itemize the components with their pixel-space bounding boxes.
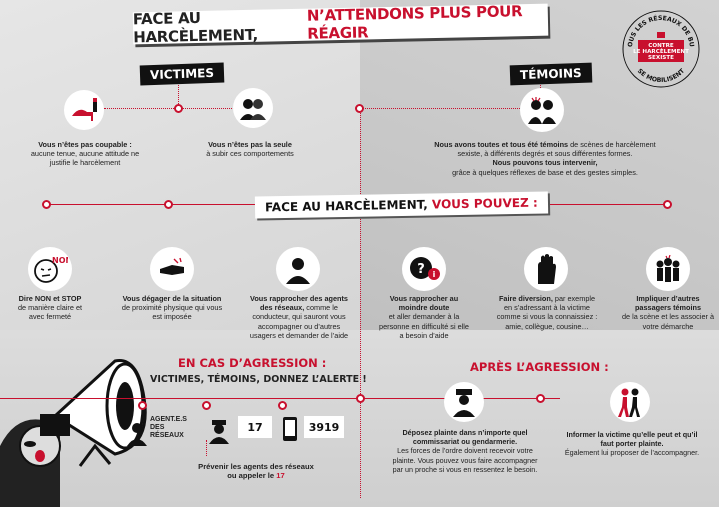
agression-center-dot (356, 394, 365, 403)
victimes-stem (178, 75, 179, 108)
stamp-center3: SEXISTE (648, 55, 674, 61)
police-cap-icon (208, 418, 230, 449)
victimes-label: VICTIMES (139, 62, 225, 86)
agents-icon (124, 420, 150, 446)
apres-item-1-bold: Déposez plainte dans n’importe quel comm… (402, 428, 528, 447)
temoins-label: TÉMOINS (509, 62, 593, 86)
agression-bottom-bold: Prévenir les agents des réseaux ou appel… (198, 462, 314, 481)
pouvez-item-2-text: de proximité physique qui vous est impos… (121, 303, 223, 322)
pouvez-item-2-bold: Vous dégager de la situation (122, 294, 222, 303)
agents-dot (138, 401, 147, 410)
phone-icon (282, 416, 298, 447)
svg-text:i: i (433, 270, 436, 279)
walking-pair-icon (610, 382, 650, 422)
temoins-bold2: Nous pouvons tous intervenir, (492, 158, 598, 168)
hand-push-icon (150, 247, 194, 291)
center-connector (360, 108, 540, 109)
17-dot (202, 401, 211, 410)
victimes-dot (174, 104, 183, 113)
pouvez-label-part1: FACE AU HARCÈLEMENT, (264, 197, 428, 215)
agression-connector (0, 398, 560, 399)
apres-item-2-bold: Informer la victime qu’elle peut et qu’i… (566, 430, 698, 449)
non-badge: NON (52, 256, 68, 265)
bus-icon (657, 32, 665, 38)
pouvez-item-3: Vous rapprocher des agents des réseaux, … (244, 294, 354, 340)
agents-stem (206, 440, 207, 456)
pouvez-item-4: Vous rapprocher au moindre doute et alle… (378, 294, 470, 340)
number-3919-box: 3919 (304, 416, 344, 438)
temoins-text: Nous avons toutes et tous été témoins de… (425, 140, 665, 177)
number-17-box: 17 (238, 416, 272, 438)
pouvez-item-3-bold: Vous rapprocher des agents des réseaux, (250, 294, 348, 313)
svg-text:SE MOBILISENT: SE MOBILISENT (636, 67, 687, 84)
couple-harassment-icon (520, 88, 564, 132)
pouvez-item-4-bold: Vous rapprocher au moindre doute (389, 294, 459, 313)
megaphone-woman-illustration (0, 359, 147, 507)
pouvez-item-1: Dire NON et STOP de manière claire et av… (10, 294, 90, 322)
temoins-text1: de scènes de harcèlement sexiste, à diff… (457, 140, 656, 159)
stamp-center2: LE HARCÈLEMENT (633, 47, 689, 55)
apres-label: APRÈS L’AGRESSION : (470, 360, 609, 374)
pouvez-dot-1 (42, 200, 51, 209)
victimes-item-2-text: à subir ces comportements (206, 149, 294, 159)
pouvez-dot-6 (663, 200, 672, 209)
pouvez-item-1-text: de manière claire et avec fermeté (17, 303, 83, 322)
stamp-bottom-text: SE MOBILISENT (636, 67, 687, 84)
stamp-center1: CONTRE (648, 43, 674, 49)
group-people-icon (646, 247, 690, 291)
stop-hand-icon (524, 247, 568, 291)
pouvez-item-3-text: comme le conducteur, qui sauront vous ac… (249, 303, 349, 340)
page-title: FACE AU HARCÈLEMENT, N’ATTENDONS PLUS PO… (132, 2, 549, 47)
apres-dot-1 (536, 394, 545, 403)
apres-item-2-text: Également lui proposer de l’accompagner. (564, 448, 700, 458)
pouvez-item-1-bold: Dire NON et STOP (18, 294, 82, 303)
pouvez-item-2: Vous dégager de la situation de proximit… (118, 294, 226, 322)
title-part1: FACE AU HARCÈLEMENT, (132, 8, 259, 47)
police-officer-icon (444, 382, 484, 422)
pouvez-item-6-bold: Impliquer d’autres passagers témoins (634, 294, 702, 313)
pouvez-item-5-bold: Faire diversion, (498, 294, 553, 303)
svg-text:?: ? (417, 262, 425, 277)
non-face-icon: NON (28, 247, 72, 291)
apres-item-2: Informer la victime qu’elle peut et qu’i… (562, 430, 702, 458)
agent-person-icon (276, 247, 320, 291)
apres-item-1: Déposez plainte dans n’importe quel comm… (390, 428, 540, 474)
pouvez-label-part2: VOUS POUVEZ : (431, 195, 538, 212)
temoins-bold1: Nous avons toutes et tous été témoins (434, 140, 569, 149)
victimes-item-2: Vous n’êtes pas la seule à subir ces com… (190, 140, 310, 158)
agression-label: EN CAS D’AGRESSION : (178, 356, 327, 370)
center-top-dot (355, 104, 364, 113)
3919-dot (278, 401, 287, 410)
agression-bottom-text: Prévenir les agents des réseaux ou appel… (196, 462, 316, 480)
campaign-stamp: TOUS LES RÉSEAUX DE BUS SE MOBILISENT CO… (620, 8, 700, 88)
agents-label: AGENT.E.S DES RÉSEAUX (150, 416, 187, 439)
pouvez-item-6-text: de la scène et les associer à votre déma… (621, 312, 715, 331)
pouvez-item-5-text: par exemple en s’adressant à la victime … (496, 294, 598, 331)
title-part2: N’ATTENDONS PLUS POUR RÉAGIR (306, 2, 523, 43)
heel-lipstick-icon (64, 90, 104, 130)
pouvez-item-4-text: et aller demander à la personne en diffi… (379, 312, 469, 340)
pouvez-item-5: Faire diversion, par exemple en s’adress… (494, 294, 600, 331)
question-bubble-icon: ?i (402, 247, 446, 291)
pouvez-dot-2 (164, 200, 173, 209)
victimes-item-1-bold: Vous n’êtes pas coupable : (38, 140, 132, 149)
center-vertical-line (360, 108, 361, 498)
agression-bottom-num: 17 (276, 471, 285, 481)
victimes-item-1: Vous n’êtes pas coupable : aucune tenue,… (20, 140, 150, 168)
victimes-item-1-text: aucune tenue, aucune attitude ne justifi… (30, 149, 140, 168)
temoins-text2: grâce à quelques réflexes de base et des… (452, 167, 638, 177)
apres-item-1-text: Les forces de l’ordre doivent recevoir v… (392, 446, 538, 474)
agression-subtitle: VICTIMES, TÉMOINS, DONNEZ L’ALERTE ! (150, 374, 367, 385)
pouvez-item-6: Impliquer d’autres passagers témoins de … (620, 294, 716, 331)
two-women-icon (233, 88, 273, 128)
victimes-item-2-bold: Vous n’êtes pas la seule (208, 140, 292, 149)
temoins-stem (540, 75, 541, 100)
